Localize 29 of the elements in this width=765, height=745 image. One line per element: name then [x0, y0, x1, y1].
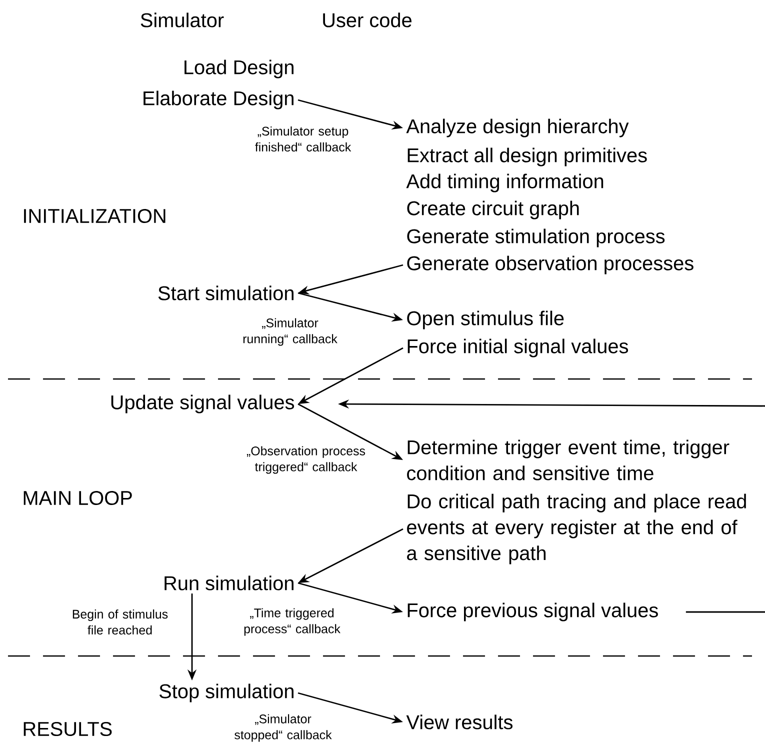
step-text: Open stimulus file [407, 310, 564, 330]
edge-label: „Time triggered process“ callback [244, 608, 340, 636]
step-text: Add timing information [406, 174, 604, 192]
step-text: Create circuit graph [407, 200, 579, 220]
edge-label: „Observation process triggered“ callback [246, 446, 366, 474]
column-heading: Simulator [140, 12, 224, 28]
step-text: Update signal values [111, 394, 294, 414]
step-text: Determine trigger event time, trigger condition and sensitive time [407, 440, 730, 480]
phase-label: RESULTS [24, 722, 112, 736]
step-text: Elaborate Design [144, 90, 294, 110]
step-text: Generate stimulation process [407, 228, 665, 248]
edge-label: „Simulator stopped“ callback [234, 714, 332, 742]
step-text: Stop simulation [159, 684, 294, 702]
column-heading: User code [323, 12, 412, 28]
step-text: Do critical path tracing and place read events at every register at the end of a sensitive path [407, 494, 746, 564]
edge-label: Begin of stimulus file reached [72, 609, 168, 635]
step-text: Extract all design primitives [408, 148, 647, 166]
step-text: Generate observation processes [407, 256, 694, 274]
edge-label: „Simulator setup finished“ callback [255, 126, 352, 152]
step-text: Force initial signal values [408, 338, 628, 358]
step-text: Load Design [184, 60, 294, 78]
step-text: Run simulation [164, 576, 294, 590]
phase-label: INITIALIZATION [24, 208, 166, 224]
step-text: Start simulation [158, 286, 294, 300]
step-text: Force previous signal values [408, 602, 658, 622]
step-text: Analyze design hierarchy [406, 118, 629, 138]
phase-label: MAIN LOOP [24, 490, 132, 506]
edge-label: „Simulator running“ callback [243, 318, 338, 346]
step-text: View results [406, 714, 512, 730]
